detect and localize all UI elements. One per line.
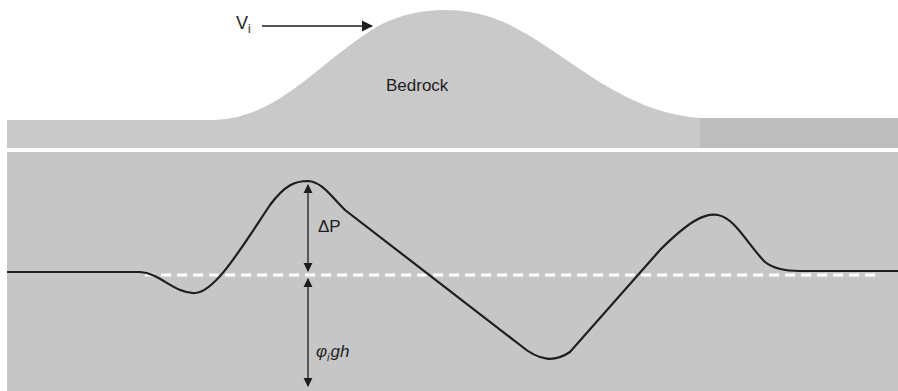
hydrostatic-symbol: φ <box>316 343 327 360</box>
hydrostatic-term: gh <box>331 343 350 360</box>
velocity-symbol: V <box>236 14 248 32</box>
flow-arrow <box>262 25 372 27</box>
bedrock-texture <box>700 118 898 148</box>
reference-level <box>145 274 880 277</box>
hydrostatic-subscript: i <box>327 352 329 363</box>
velocity-subscript: i <box>248 23 251 35</box>
hydrostatic-arrow <box>307 279 308 386</box>
pressure-curve <box>7 181 898 359</box>
region-label: Bedrock <box>386 76 448 95</box>
pressure-panel <box>7 152 898 391</box>
bedrock-region: Bedrock <box>380 72 454 100</box>
dp-arrow <box>307 185 308 271</box>
bedrock-profile <box>7 10 898 148</box>
pressure-difference: ΔP <box>318 218 341 235</box>
